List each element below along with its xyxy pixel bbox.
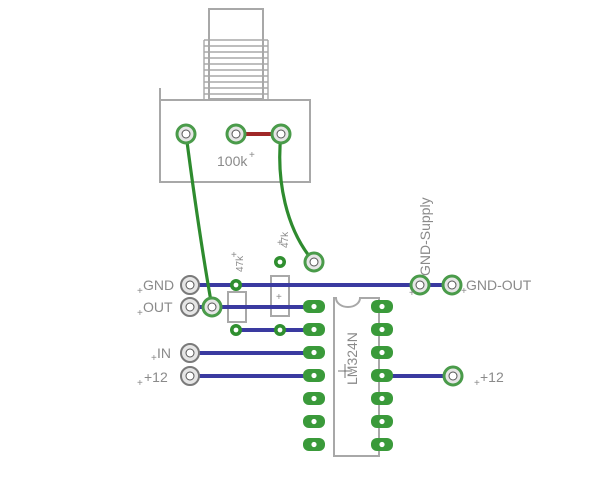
ic-pad-10 bbox=[371, 392, 393, 405]
pad-plus12-left bbox=[180, 366, 200, 386]
ic-outline bbox=[333, 297, 380, 457]
connector-pads-left bbox=[180, 275, 223, 386]
ic-name-label: LM324N bbox=[344, 332, 360, 385]
plus12-right-origin-mark: + bbox=[474, 378, 480, 389]
resistor-2-origin-mark: + bbox=[277, 238, 283, 249]
pad-r2-top-hi bbox=[303, 251, 325, 273]
gnd-out-origin-mark: + bbox=[461, 286, 467, 297]
plus12-left-origin-mark: + bbox=[137, 378, 143, 389]
pad-gnd bbox=[180, 275, 200, 295]
ic-pad-5 bbox=[303, 392, 325, 405]
pot-pad-1 bbox=[175, 123, 197, 145]
resistor-vias bbox=[230, 251, 325, 336]
ic-pad-1 bbox=[303, 300, 325, 313]
top-traces bbox=[184, 132, 316, 309]
resistor-2-value-label: 47k bbox=[280, 231, 291, 248]
gnd-origin-mark: + bbox=[137, 286, 143, 297]
potentiometer-footprint: 100k + bbox=[159, 8, 311, 183]
ic-pad-6 bbox=[303, 415, 325, 428]
pot-value-label: 100k bbox=[217, 153, 248, 169]
pot-shaft-thread bbox=[203, 39, 269, 101]
pot-pads bbox=[175, 123, 292, 145]
in-origin-mark: + bbox=[151, 353, 157, 364]
ic-pad-4 bbox=[303, 369, 325, 382]
resistor-2-footprint: 47k + + bbox=[270, 231, 291, 317]
gnd-supply-origin-mark: + bbox=[409, 288, 415, 299]
trace-pot-right-to-r2 bbox=[278, 132, 316, 264]
ic-lm324n-footprint: LM324N bbox=[333, 297, 380, 457]
ic-pad-3 bbox=[303, 346, 325, 359]
pot-body-outline bbox=[159, 99, 311, 183]
connector-labels: + GND + OUT + IN + +12 GND-OUT + + +12 G… bbox=[137, 197, 532, 389]
resistor-1-value-label: 47k bbox=[235, 255, 246, 272]
pot-shaft-body bbox=[208, 8, 264, 100]
out-label: OUT bbox=[143, 299, 173, 315]
ic-pad-7 bbox=[303, 438, 325, 451]
ic-pad-14 bbox=[371, 300, 393, 313]
resistor-1-origin-mark: + bbox=[231, 250, 237, 261]
gnd-label: GND bbox=[143, 277, 174, 293]
resistor-2-body bbox=[270, 275, 290, 317]
pot-pad-3 bbox=[270, 123, 292, 145]
pad-out bbox=[180, 297, 200, 317]
connector-pads-right bbox=[409, 274, 464, 387]
gnd-out-label: GND-OUT bbox=[466, 277, 532, 293]
out-origin-mark: + bbox=[137, 308, 143, 319]
ic-pad-8 bbox=[371, 438, 393, 451]
ic-pad-13 bbox=[371, 323, 393, 336]
plus12-left-label: +12 bbox=[144, 369, 168, 385]
pad-plus12-right bbox=[442, 365, 464, 387]
plus12-right-label: +12 bbox=[480, 369, 504, 385]
in-label: IN bbox=[157, 345, 171, 361]
pot-value-origin-mark: + bbox=[249, 150, 255, 161]
ic-pad-12 bbox=[371, 346, 393, 359]
trace-pot-left-to-out bbox=[184, 132, 214, 309]
resistor-2-plus-mark: + bbox=[276, 292, 282, 303]
ic-pads bbox=[303, 300, 393, 451]
ic-pad-2 bbox=[303, 323, 325, 336]
pot-pad-2 bbox=[225, 123, 247, 145]
ic-pad-11 bbox=[371, 369, 393, 382]
pad-gnd-out bbox=[441, 274, 463, 296]
pad-gnd-supply bbox=[409, 274, 431, 296]
gnd-supply-label: GND-Supply bbox=[417, 197, 433, 276]
pad-out-2 bbox=[201, 296, 223, 318]
pad-in bbox=[180, 343, 200, 363]
ic-pad-9 bbox=[371, 415, 393, 428]
